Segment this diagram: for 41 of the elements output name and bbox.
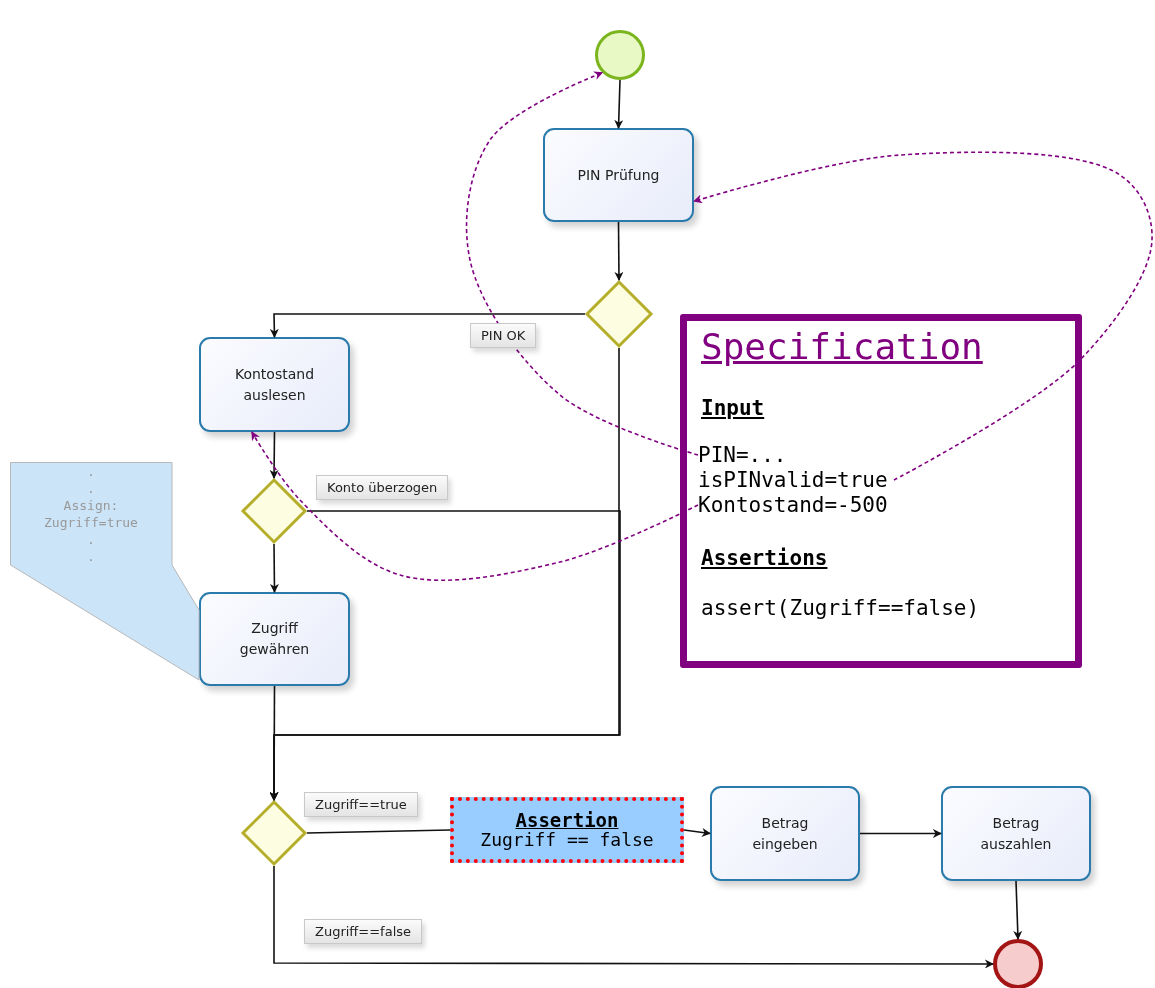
process-box	[199, 337, 350, 432]
edge-label: Konto überzogen	[316, 475, 449, 500]
ellipsis-dots: . .	[87, 462, 95, 497]
section-heading: Input	[701, 395, 765, 421]
node-label: Zugriff gewähren	[238, 619, 311, 659]
assertion-box	[450, 797, 684, 863]
dashed-arrow	[693, 151, 1153, 481]
arrow	[269, 685, 279, 801]
arrow	[269, 543, 279, 593]
arrow	[683, 827, 711, 837]
spec-line-text: Kontostand=-500	[698, 493, 889, 517]
node-label: Betrag eingeben	[751, 813, 819, 854]
arrow	[269, 431, 279, 479]
spec-title: Specification	[701, 325, 983, 369]
note-text: Assign: Zugriff=true	[43, 496, 139, 531]
assert-statement: assert(Zugriff==false)	[701, 595, 980, 621]
dashed-arrow	[465, 71, 699, 456]
section-heading: Assertions	[701, 545, 828, 571]
process-box	[710, 786, 860, 881]
process-box	[199, 592, 350, 686]
edge-label: Zugriff==true	[304, 792, 418, 817]
spec-line-text: isPINvalid=true	[698, 468, 889, 492]
arrow	[859, 829, 942, 838]
dashed-arrow	[251, 431, 699, 581]
process-box	[543, 128, 694, 222]
arrow	[1013, 880, 1023, 940]
edge-label: Zugriff==false	[304, 919, 423, 944]
spec-line-text: PIN=...	[698, 443, 788, 467]
edge-label: PIN OK	[470, 323, 537, 348]
node-label: PIN Prüfung	[576, 165, 661, 185]
node-label: Betrag auszahlen	[979, 813, 1053, 854]
node-label: Kontostand auslesen	[233, 364, 316, 405]
arrow	[269, 313, 586, 338]
assertion-title: Assertion	[515, 810, 619, 830]
specification-box	[680, 314, 1082, 668]
ellipsis-dots: . .	[87, 530, 95, 565]
assertion-expression: Zugriff == false	[480, 830, 654, 850]
process-box	[941, 786, 1091, 881]
arrow	[614, 221, 624, 281]
arrow	[273, 865, 994, 969]
arrow	[614, 79, 624, 129]
